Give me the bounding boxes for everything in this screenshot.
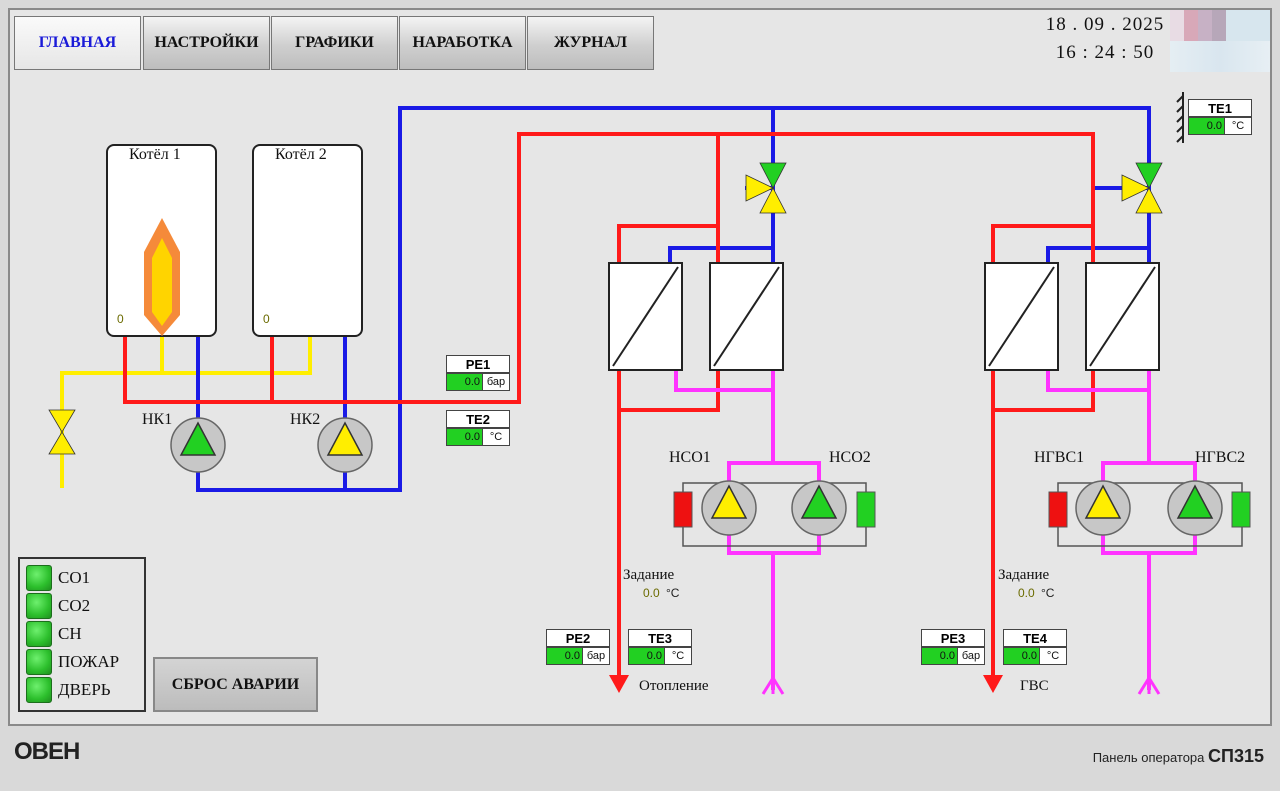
boiler-2-value: 0 bbox=[263, 312, 270, 326]
sensor-pe3: PE3 0.0 бар bbox=[921, 629, 985, 665]
time-display: 16 : 24 : 50 bbox=[1055, 42, 1155, 63]
sensor-te4-unit: °С bbox=[1039, 647, 1067, 665]
blurred-avatar bbox=[1170, 10, 1270, 72]
sensor-te1-label: TE1 bbox=[1188, 99, 1252, 117]
sensor-pe2-value: 0.0 bbox=[546, 647, 582, 665]
alarm-panel: СО1 СО2 СН ПОЖАР ДВЕРЬ bbox=[18, 557, 146, 712]
sensor-te1: TE1 0.0 °С bbox=[1188, 99, 1252, 135]
sensor-pe1: PE1 0.0 бар bbox=[446, 355, 510, 391]
alarm-co2: СО2 bbox=[26, 593, 90, 619]
sensor-te3-unit: °С bbox=[664, 647, 692, 665]
sensor-pe3-unit: бар bbox=[957, 647, 985, 665]
pump-nso1-label: НСО1 bbox=[669, 449, 711, 466]
pump-ngvs2 bbox=[1167, 480, 1223, 536]
heat-exchangers bbox=[608, 262, 1160, 371]
pump-nk1-label: НК1 bbox=[142, 411, 173, 428]
alarm-ch: СН bbox=[26, 621, 82, 647]
dhw-setpoint-label: Задание bbox=[998, 567, 1050, 583]
sensor-pe1-label: PE1 bbox=[446, 355, 510, 373]
reset-alarm-button[interactable]: СБРОС АВАРИИ bbox=[153, 657, 318, 712]
ngvs1-status-indicator bbox=[1048, 491, 1068, 528]
dhw-outlet-arrow bbox=[983, 675, 1003, 693]
sensor-te1-unit: °С bbox=[1224, 117, 1252, 135]
alarm-led bbox=[26, 677, 52, 703]
alarm-door: ДВЕРЬ bbox=[26, 677, 111, 703]
sensor-te1-value: 0.0 bbox=[1188, 117, 1224, 135]
three-way-valve-heating bbox=[745, 162, 787, 214]
sensor-pe3-label: PE3 bbox=[921, 629, 985, 647]
sensor-pe1-unit: бар bbox=[482, 373, 510, 391]
pump-nk2 bbox=[317, 417, 373, 473]
panel-model: Панель оператора СП315 bbox=[1093, 746, 1264, 767]
sensor-te2-label: TE2 bbox=[446, 410, 510, 428]
outdoor-sensor-bracket bbox=[1176, 92, 1184, 143]
pump-ngvs2-label: НГВС2 bbox=[1195, 449, 1246, 466]
tab-settings[interactable]: НАСТРОЙКИ bbox=[143, 16, 270, 70]
boiler-1-label: Котёл 1 bbox=[129, 146, 181, 163]
heating-setpoint-unit: °С bbox=[666, 586, 680, 600]
tab-runtime[interactable]: НАРАБОТКА bbox=[399, 16, 526, 70]
sensor-te2-value: 0.0 bbox=[446, 428, 482, 446]
alarm-fire: ПОЖАР bbox=[26, 649, 119, 675]
boiler-2 bbox=[252, 144, 363, 337]
heating-outlet-arrow bbox=[609, 675, 629, 693]
sensor-pe1-value: 0.0 bbox=[446, 373, 482, 391]
sensor-pe2-unit: бар bbox=[582, 647, 610, 665]
pump-nk1 bbox=[170, 417, 226, 473]
pump-frames bbox=[682, 482, 1243, 547]
nso2-status-indicator bbox=[856, 491, 876, 528]
boiler-2-label: Котёл 2 bbox=[275, 146, 327, 163]
date-display: 18 . 09 . 2025 bbox=[1045, 14, 1165, 35]
tab-charts[interactable]: ГРАФИКИ bbox=[271, 16, 398, 70]
owen-logo: ОВЕН bbox=[14, 738, 80, 765]
tab-journal[interactable]: ЖУРНАЛ bbox=[527, 16, 654, 70]
supply-lines bbox=[123, 132, 1095, 685]
alarm-led bbox=[26, 621, 52, 647]
circuit-return-forks bbox=[761, 675, 1161, 695]
dhw-setpoint-value[interactable]: 0.0 bbox=[1018, 586, 1035, 600]
gas-valve-icon bbox=[48, 409, 76, 455]
tab-main[interactable]: ГЛАВНАЯ bbox=[14, 16, 141, 70]
pump-nk2-label: НК2 bbox=[290, 411, 321, 428]
panel-model-name: СП315 bbox=[1208, 746, 1264, 766]
pump-nso1 bbox=[701, 480, 757, 536]
panel-prefix: Панель оператора bbox=[1092, 750, 1205, 765]
alarm-label: СО1 bbox=[58, 568, 91, 587]
alarm-label: СН bbox=[58, 624, 82, 643]
sensor-te3-value: 0.0 bbox=[628, 647, 664, 665]
sensor-te4: TE4 0.0 °С bbox=[1003, 629, 1067, 665]
dhw-outlet-label: ГВС bbox=[1020, 678, 1049, 694]
sensor-pe3-value: 0.0 bbox=[921, 647, 957, 665]
sensor-te2: TE2 0.0 °С bbox=[446, 410, 510, 446]
sensor-te3-label: TE3 bbox=[628, 629, 692, 647]
alarm-led bbox=[26, 565, 52, 591]
ngvs2-status-indicator bbox=[1231, 491, 1251, 528]
alarm-co1: СО1 bbox=[26, 565, 90, 591]
sensor-te4-label: TE4 bbox=[1003, 629, 1067, 647]
sensor-pe2: PE2 0.0 бар bbox=[546, 629, 610, 665]
sensor-te3: TE3 0.0 °С bbox=[628, 629, 692, 665]
pump-nso2-label: НСО2 bbox=[829, 449, 871, 466]
pump-ngvs1-label: НГВС1 bbox=[1034, 449, 1085, 466]
alarm-led bbox=[26, 593, 52, 619]
heating-outlet-label: Отопление bbox=[639, 678, 709, 694]
alarm-label: ДВЕРЬ bbox=[58, 680, 111, 699]
alarm-label: ПОЖАР bbox=[58, 652, 120, 671]
alarm-label: СО2 bbox=[58, 596, 91, 615]
alarm-led bbox=[26, 649, 52, 675]
sensor-te4-value: 0.0 bbox=[1003, 647, 1039, 665]
boiler-1-value: 0 bbox=[117, 312, 124, 326]
heating-setpoint-label: Задание bbox=[623, 567, 675, 583]
pump-ngvs1 bbox=[1075, 480, 1131, 536]
heating-setpoint-value[interactable]: 0.0 bbox=[643, 586, 660, 600]
nso1-status-indicator bbox=[673, 491, 693, 528]
three-way-valve-dhw bbox=[1121, 162, 1163, 214]
sensor-pe2-label: PE2 bbox=[546, 629, 610, 647]
pump-nso2 bbox=[791, 480, 847, 536]
sensor-te2-unit: °С bbox=[482, 428, 510, 446]
dhw-setpoint-unit: °С bbox=[1041, 586, 1055, 600]
